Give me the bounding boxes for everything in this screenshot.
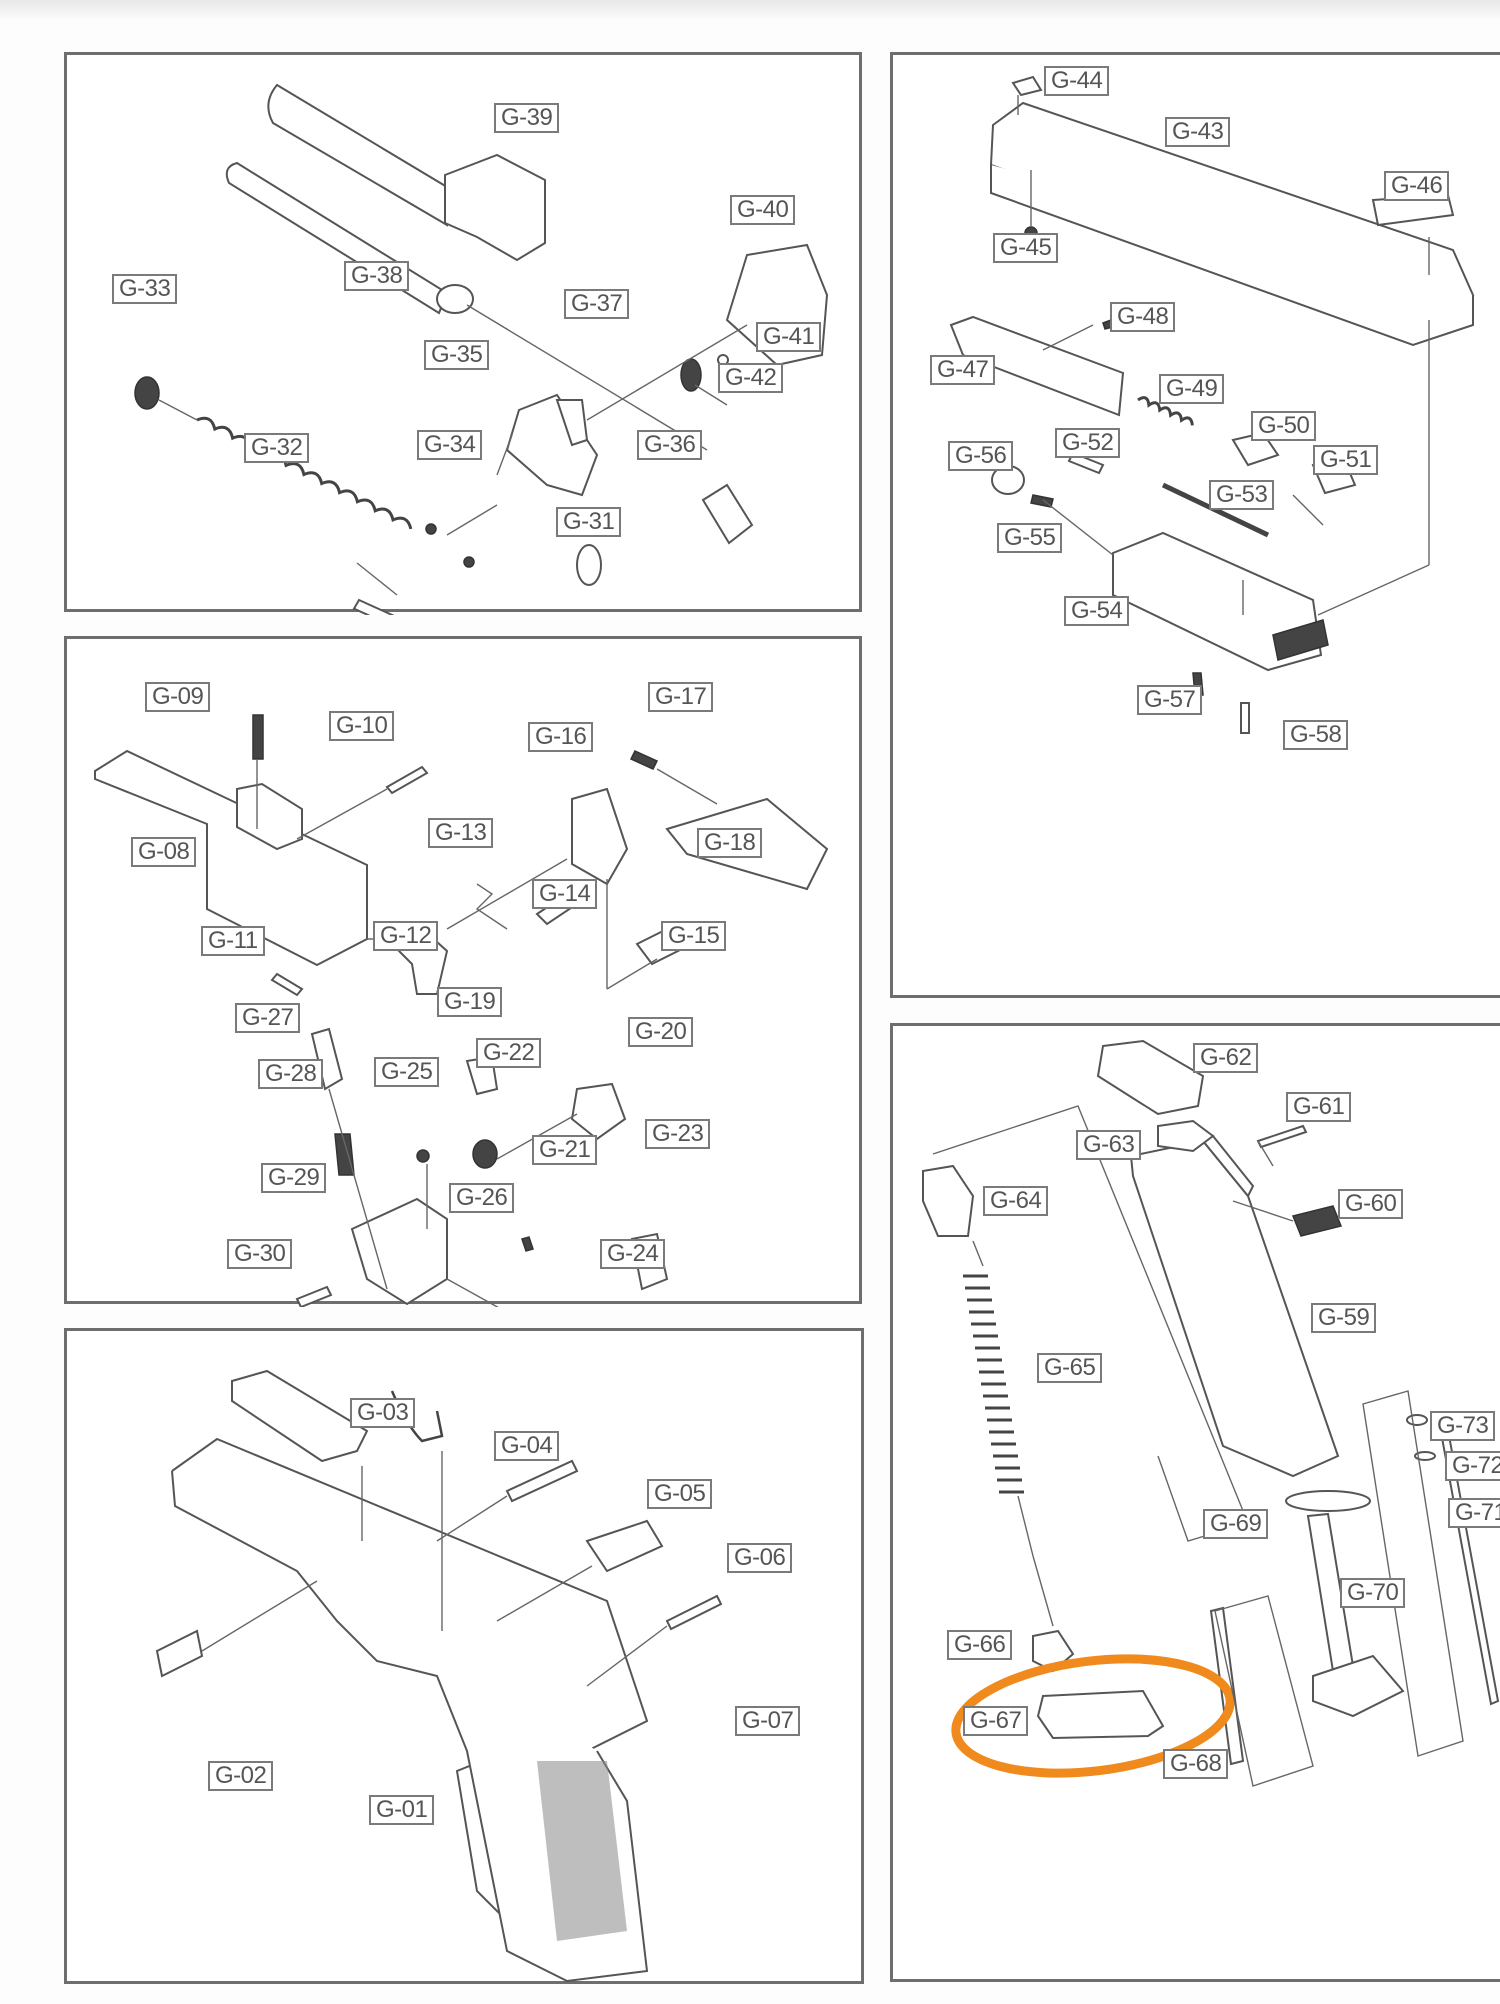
panel-frame: G-03 G-04 G-05 G-06 G-07 G-02 G-01 [64,1328,864,1984]
part-label-g48: G-48 [1110,302,1176,332]
part-label-g05: G-05 [647,1479,713,1509]
part-label-g04: G-04 [494,1431,560,1461]
part-label-g45: G-45 [993,233,1059,263]
part-label-g24: G-24 [600,1239,666,1269]
blowback-housing-part [1112,531,1329,734]
part-label-g52: G-52 [1055,428,1121,458]
magazine-top-parts [1096,1039,1343,1237]
panel-barrel-hopup: G-39 G-40 G-38 G-37 G-33 G-41 G-35 G-42 … [64,52,862,615]
part-label-g64: G-64 [983,1186,1049,1216]
part-label-g40: G-40 [730,195,796,225]
part-label-g71: G-71 [1448,1498,1500,1528]
part-label-g44: G-44 [1044,66,1110,96]
part-label-g62: G-62 [1193,1043,1259,1073]
frame-drawing [155,1369,723,1983]
part-label-g30: G-30 [227,1239,293,1269]
part-label-g27: G-27 [235,1003,301,1033]
part-label-g43: G-43 [1165,117,1231,147]
slide-drawing [949,75,1475,734]
part-label-g41: G-41 [756,322,822,352]
barrel-hopup-drawing [134,83,829,615]
part-label-g73: G-73 [1430,1411,1496,1441]
part-label-g55: G-55 [997,523,1063,553]
part-label-g09: G-09 [145,682,211,712]
hopup-bucking-parts [505,354,754,545]
part-label-g42: G-42 [718,363,784,393]
part-label-g15: G-15 [661,921,727,951]
part-label-g60: G-60 [1338,1189,1404,1219]
part-label-g28: G-28 [258,1059,324,1089]
part-label-g16: G-16 [528,722,594,752]
part-label-g19: G-19 [437,987,503,1017]
part-label-g31: G-31 [556,507,622,537]
panel-trigger-group: G-09 G-10 G-17 G-16 G-13 G-18 G-08 G-14 … [64,636,862,1307]
part-label-g26: G-26 [449,1183,515,1213]
part-label-g20: G-20 [628,1017,694,1047]
part-label-g67: G-67 [963,1706,1029,1736]
part-label-g47: G-47 [930,355,996,385]
outer-barrel-part [267,83,546,262]
part-label-g58: G-58 [1283,720,1349,750]
part-label-g12: G-12 [373,921,439,951]
part-label-g50: G-50 [1251,411,1317,441]
leader-lines [201,1451,668,1687]
frame-small-parts [155,1369,723,1678]
part-label-g21: G-21 [532,1135,598,1165]
part-label-g29: G-29 [261,1163,327,1193]
part-label-g10: G-10 [329,711,395,741]
part-label-g54: G-54 [1064,596,1130,626]
part-label-g37: G-37 [564,289,630,319]
magazine-body-part [1129,1134,1340,1478]
part-label-g39: G-39 [494,103,560,133]
highlight-circle-g67 [951,1654,1235,1778]
leader-lines [1017,95,1430,616]
recoil-spring-parts [134,376,602,615]
part-label-g08: G-08 [131,837,197,867]
part-label-g07: G-07 [735,1706,801,1736]
part-label-g63: G-63 [1076,1130,1142,1160]
part-label-g69: G-69 [1203,1509,1269,1539]
part-label-g38: G-38 [344,261,410,291]
part-label-g13: G-13 [428,818,494,848]
panel-magazine: G-62 G-61 G-63 G-64 G-60 G-59 G-65 G-73 … [890,1023,1500,1982]
leader-lines [158,304,748,596]
part-label-g34: G-34 [417,430,483,460]
part-label-g56: G-56 [948,441,1014,471]
slide-rail-housing-part [94,749,368,967]
panel-slide: G-44 G-43 G-46 G-45 G-48 G-47 G-49 G-50 … [890,52,1500,998]
part-label-g23: G-23 [645,1119,711,1149]
part-label-g49: G-49 [1159,374,1225,404]
part-label-g61: G-61 [1286,1092,1352,1122]
part-label-g72: G-72 [1445,1451,1500,1481]
part-label-g25: G-25 [374,1057,440,1087]
part-label-g59: G-59 [1311,1303,1377,1333]
part-label-g11: G-11 [201,926,265,956]
part-label-g46: G-46 [1384,171,1450,201]
part-label-g03: G-03 [350,1398,416,1428]
part-label-g32: G-32 [244,433,310,463]
part-label-g33: G-33 [112,274,178,304]
part-label-g51: G-51 [1313,445,1379,475]
part-label-g36: G-36 [637,430,703,460]
magazine-drawing [922,1039,1500,1787]
part-label-g65: G-65 [1037,1353,1103,1383]
part-label-g35: G-35 [424,340,490,370]
slide-body-part [989,101,1475,347]
part-label-g06: G-06 [727,1543,793,1573]
part-label-g70: G-70 [1340,1578,1406,1608]
small-pins-and-screws [252,714,659,997]
part-label-g14: G-14 [532,879,598,909]
page-top-shadow [0,0,1500,22]
part-label-g53: G-53 [1209,480,1275,510]
part-label-g57: G-57 [1137,685,1203,715]
frame-body-part [171,1437,649,1983]
part-label-g66: G-66 [947,1630,1013,1660]
part-label-g22: G-22 [476,1038,542,1068]
part-label-g68: G-68 [1163,1749,1229,1779]
part-label-g02: G-02 [208,1761,274,1791]
part-label-g01: G-01 [369,1795,435,1825]
part-label-g17: G-17 [648,682,714,712]
part-label-g18: G-18 [697,828,763,858]
